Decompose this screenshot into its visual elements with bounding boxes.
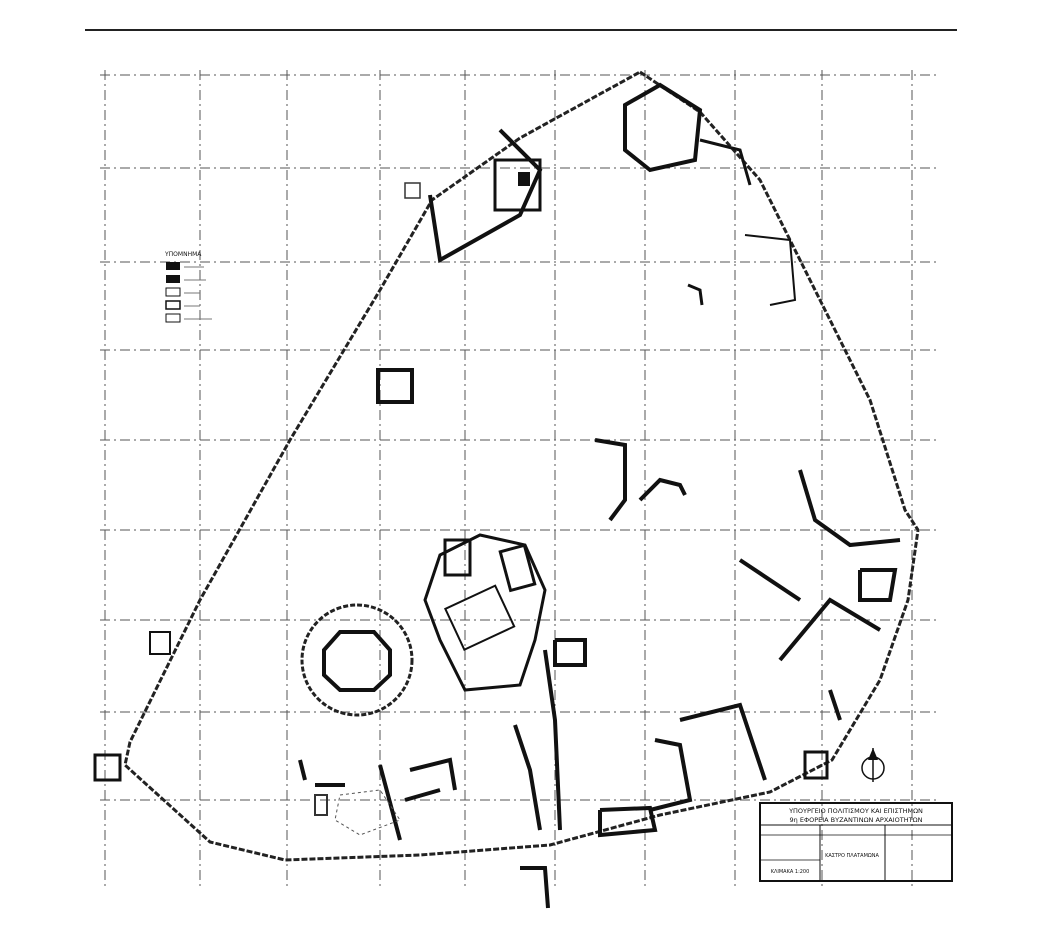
southwest-tower xyxy=(93,753,122,782)
north-building xyxy=(493,158,542,212)
title-block: ΥΠΟΥΡΓΕΙΟ ΠΟΛΙΤΙΣΜΟΥ ΚΑΙ ΕΠΙΣΤΗΜΩΝ 9η ΕΦ… xyxy=(759,802,953,882)
small-structure xyxy=(314,794,328,816)
east-building xyxy=(744,234,797,306)
northeast-tower xyxy=(623,82,703,173)
outline-structure xyxy=(334,789,401,836)
page-header-rule xyxy=(85,29,957,31)
southeast-tower xyxy=(803,750,829,780)
legend: ΥΠΟΜΝΗΜΑ xyxy=(164,251,212,323)
ministry-name: ΥΠΟΥΡΓΕΙΟ ΠΟΛΙΤΙΣΜΟΥ ΚΑΙ ΕΠΙΣΤΗΜΩΝ xyxy=(788,807,923,815)
scale-label: ΚΛΙΜΑΚΑ 1:200 xyxy=(771,869,810,875)
north-tower-complex xyxy=(428,128,543,264)
wall-fragment xyxy=(687,283,704,306)
legend-swatch-3 xyxy=(165,287,181,297)
inner-enclosure xyxy=(423,533,547,692)
isolated-tower xyxy=(376,368,414,404)
site-name: ΚΑΣΤΡΟ ΠΛΑΤΑΜΩΝΑ xyxy=(825,853,879,859)
survey-grid xyxy=(100,70,940,890)
west-tower xyxy=(149,631,171,655)
octagonal-tower xyxy=(322,630,392,692)
ephorate-name: 9η ΕΦΟΡΕΙΑ ΒΥΖΑΝΤΙΝΩΝ ΑΡΧΑΙΟΤΗΤΩΝ xyxy=(790,816,923,824)
outer-fortification-wall xyxy=(123,70,920,862)
inner-building-west xyxy=(443,538,472,577)
legend-swatch-2 xyxy=(166,275,180,283)
north-arrow-icon xyxy=(861,748,885,782)
legend-swatch-1 xyxy=(166,262,180,270)
excavated-walls xyxy=(298,438,901,909)
inner-building xyxy=(498,543,537,593)
legend-swatch-5 xyxy=(165,313,181,323)
inner-keep xyxy=(443,584,516,652)
northwest-tower xyxy=(404,182,421,199)
octagonal-tower-enclosure xyxy=(300,603,414,717)
legend-swatch-4 xyxy=(165,300,181,310)
legend-title: ΥΠΟΜΝΗΜΑ xyxy=(164,251,202,258)
north-building-core xyxy=(518,172,530,186)
northeast-annex xyxy=(699,138,752,186)
